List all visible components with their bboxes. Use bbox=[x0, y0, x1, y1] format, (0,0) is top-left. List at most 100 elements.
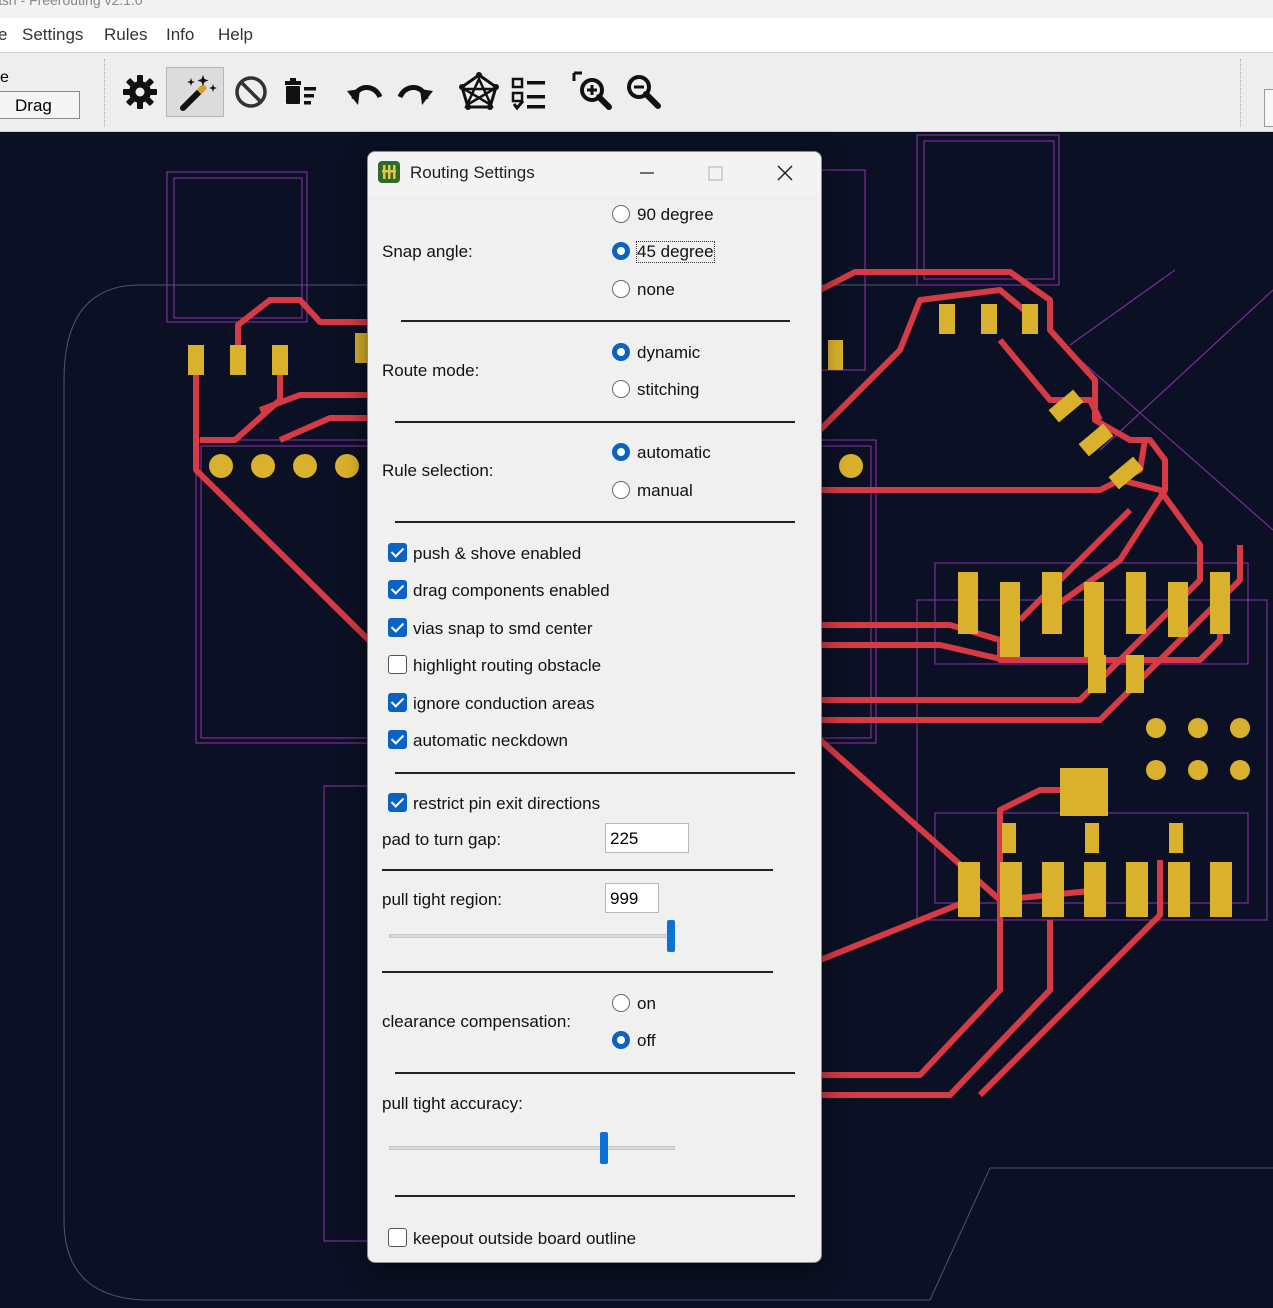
settings-button[interactable] bbox=[117, 69, 163, 115]
separator bbox=[395, 1195, 795, 1197]
autoroute-icon bbox=[459, 72, 499, 110]
route-mode-label: Route mode: bbox=[382, 361, 480, 380]
snap-angle-label: Snap angle: bbox=[382, 242, 473, 261]
delete-all-tracks-button[interactable] bbox=[277, 69, 323, 115]
toolbar-separator bbox=[1240, 59, 1241, 127]
vias-snap-checkbox[interactable] bbox=[388, 618, 407, 637]
close-icon bbox=[777, 165, 793, 181]
cancel-icon bbox=[235, 76, 267, 108]
snap-45-label[interactable]: 45 degree bbox=[636, 241, 715, 263]
interaction-mode-label: e bbox=[0, 69, 9, 86]
rule-manual-label[interactable]: manual bbox=[637, 481, 693, 500]
redo-icon bbox=[397, 85, 433, 105]
autoroute-button[interactable] bbox=[456, 69, 502, 115]
ignore-conduction-checkbox[interactable] bbox=[388, 693, 407, 712]
push-shove-label[interactable]: push & shove enabled bbox=[413, 544, 582, 563]
rule-selection-label: Rule selection: bbox=[382, 461, 494, 480]
pull-tight-region-slider-thumb[interactable] bbox=[667, 920, 675, 952]
window-title-bar: ash - Freerouting v2.1.0 bbox=[0, 0, 1273, 18]
route-dynamic-label[interactable]: dynamic bbox=[637, 343, 701, 362]
separator bbox=[395, 521, 795, 523]
pull-tight-region-slider-track[interactable] bbox=[389, 934, 675, 938]
gear-icon bbox=[123, 75, 157, 109]
automatic-neckdown-checkbox[interactable] bbox=[388, 730, 407, 749]
close-button[interactable] bbox=[768, 158, 802, 188]
snap-90-radio[interactable] bbox=[612, 205, 630, 223]
routing-settings-dialog: Routing Settings Snap angle: 90 degree 4… bbox=[367, 151, 822, 1263]
separator bbox=[401, 320, 790, 322]
undo-button[interactable] bbox=[342, 69, 388, 115]
snap-none-label[interactable]: none bbox=[637, 280, 675, 299]
snap-45-radio[interactable] bbox=[612, 242, 630, 260]
clearance-compensation-label: clearance compensation: bbox=[382, 1012, 572, 1031]
ignore-conduction-label[interactable]: ignore conduction areas bbox=[413, 694, 595, 713]
zoom-out-button[interactable] bbox=[620, 69, 666, 115]
separator bbox=[395, 1072, 795, 1074]
rule-manual-radio[interactable] bbox=[612, 481, 630, 499]
pull-tight-accuracy-label: pull tight accuracy: bbox=[382, 1094, 523, 1113]
drag-components-label[interactable]: drag components enabled bbox=[413, 581, 610, 600]
pull-tight-region-input[interactable]: 999 bbox=[605, 883, 659, 913]
clearance-off-label[interactable]: off bbox=[637, 1031, 656, 1050]
zoom-region-button[interactable] bbox=[570, 69, 616, 115]
app-icon bbox=[378, 161, 400, 183]
snap-none-radio[interactable] bbox=[612, 280, 630, 298]
menu-item-help[interactable]: Help bbox=[218, 25, 253, 44]
autoroute-wand-button[interactable] bbox=[166, 67, 224, 117]
undo-icon bbox=[347, 85, 383, 105]
delete-icon bbox=[285, 78, 316, 105]
zoom-out-icon bbox=[627, 75, 661, 109]
menu-bar: e Settings Rules Info Help bbox=[0, 18, 1273, 53]
redo-button[interactable] bbox=[392, 69, 438, 115]
separator bbox=[395, 421, 795, 423]
separator bbox=[395, 772, 795, 774]
clearance-off-radio[interactable] bbox=[612, 1031, 630, 1049]
dialog-title: Routing Settings bbox=[410, 163, 535, 182]
menu-item-rules[interactable]: Rules bbox=[104, 25, 148, 44]
route-dynamic-radio[interactable] bbox=[612, 343, 630, 361]
route-stitching-radio[interactable] bbox=[612, 380, 630, 398]
pull-tight-accuracy-slider-thumb[interactable] bbox=[600, 1132, 609, 1164]
drag-mode-button[interactable]: Drag bbox=[0, 91, 80, 119]
toolbar-separator bbox=[104, 59, 105, 127]
push-shove-checkbox[interactable] bbox=[388, 543, 407, 562]
toolbar-field-partial[interactable] bbox=[1264, 89, 1273, 127]
vias-snap-label[interactable]: vias snap to smd center bbox=[413, 619, 593, 638]
checklist-icon bbox=[511, 77, 545, 111]
cancel-button[interactable] bbox=[228, 69, 274, 115]
rule-automatic-label[interactable]: automatic bbox=[637, 443, 711, 462]
minimize-icon bbox=[640, 172, 654, 174]
clearance-on-radio[interactable] bbox=[612, 994, 630, 1012]
minimize-button[interactable] bbox=[630, 158, 664, 188]
keepout-outside-outline-label[interactable]: keepout outside board outline bbox=[413, 1229, 637, 1248]
separator bbox=[382, 869, 773, 871]
clearance-on-label[interactable]: on bbox=[637, 994, 656, 1013]
menu-item-partial[interactable]: e bbox=[0, 25, 8, 44]
restrict-pin-exit-checkbox[interactable] bbox=[388, 793, 407, 812]
keepout-outside-outline-checkbox[interactable] bbox=[388, 1228, 407, 1247]
maximize-button[interactable] bbox=[698, 158, 732, 188]
maximize-icon bbox=[708, 166, 723, 181]
drag-components-checkbox[interactable] bbox=[388, 580, 407, 599]
pcb-artwork bbox=[63, 134, 1273, 1301]
restrict-pin-exit-label[interactable]: restrict pin exit directions bbox=[413, 794, 601, 813]
snap-90-label[interactable]: 90 degree bbox=[637, 205, 714, 224]
drc-button[interactable] bbox=[506, 69, 552, 115]
window-title: ash - Freerouting v2.1.0 bbox=[0, 0, 143, 8]
rule-automatic-radio[interactable] bbox=[612, 443, 630, 461]
pull-tight-accuracy-slider-track[interactable] bbox=[389, 1146, 675, 1150]
menu-item-info[interactable]: Info bbox=[166, 25, 195, 44]
pad-to-turn-gap-label: pad to turn gap: bbox=[382, 830, 502, 849]
toolbar: e Drag bbox=[0, 53, 1273, 132]
zoom-in-icon bbox=[572, 71, 612, 110]
pad-to-turn-gap-input[interactable]: 225 bbox=[605, 823, 689, 853]
menu-item-settings[interactable]: Settings bbox=[22, 25, 84, 44]
highlight-obstacle-checkbox[interactable] bbox=[388, 655, 407, 674]
highlight-obstacle-label[interactable]: highlight routing obstacle bbox=[413, 656, 602, 675]
separator bbox=[382, 971, 773, 973]
magic-wand-icon bbox=[180, 75, 217, 111]
pull-tight-region-label: pull tight region: bbox=[382, 890, 503, 909]
route-stitching-label[interactable]: stitching bbox=[637, 380, 700, 399]
automatic-neckdown-label[interactable]: automatic neckdown bbox=[413, 731, 568, 750]
dialog-title-bar[interactable]: Routing Settings bbox=[368, 152, 821, 194]
